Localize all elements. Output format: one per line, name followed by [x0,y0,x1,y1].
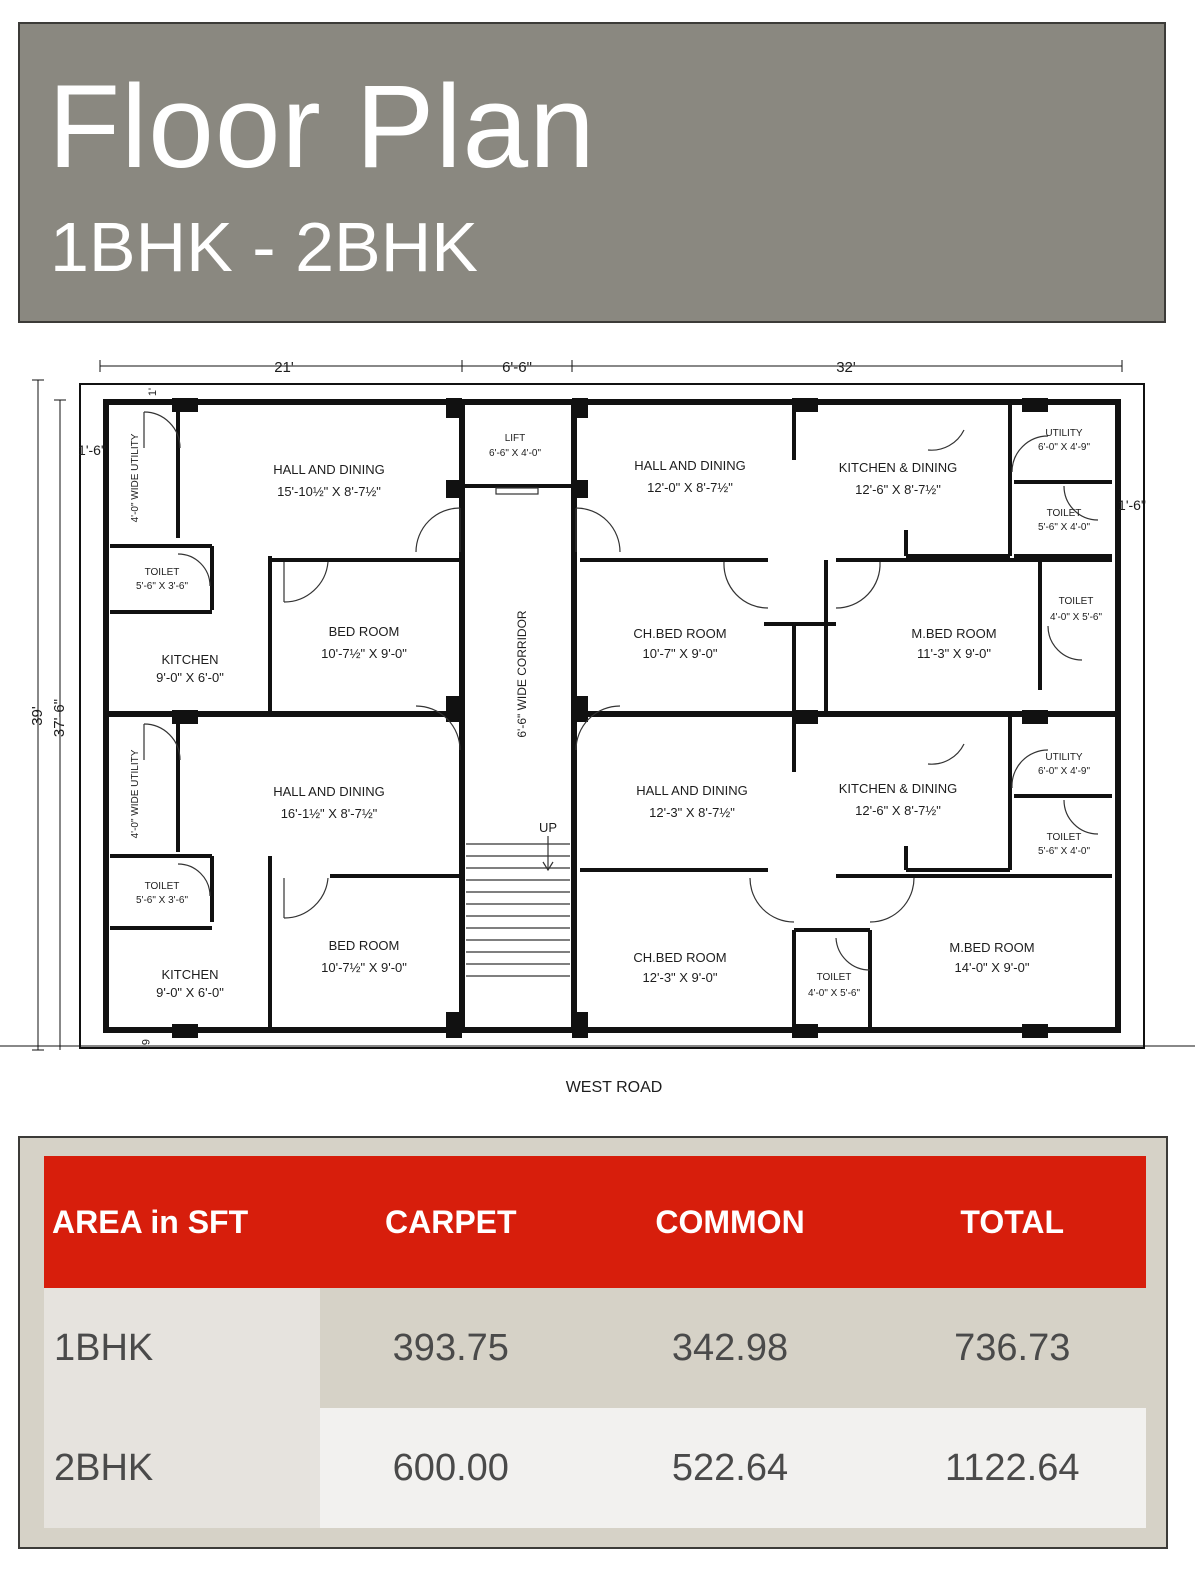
room-name: BED ROOM [329,938,400,953]
stairs-label: UP [539,820,557,835]
dim-top-left: 21' [274,359,294,376]
room-size: 12'-3" X 8'-7½" [649,805,735,820]
room-size: 11'-3" X 9'-0" [917,646,991,661]
room-name: 4'-0" WIDE UTILITY [130,433,141,522]
room-size: 5'-6" X 3'-6" [136,895,189,906]
room-size: 14'-0" X 9'-0" [955,960,1030,975]
dim-left-outer: 39' [29,706,46,726]
dim-top-mid: 6'-6" [502,359,532,376]
room-name: KITCHEN [161,967,218,982]
room-name: KITCHEN [161,652,218,667]
room-size: 12'-6" X 8'-7½" [855,803,941,818]
table-row: 1BHK 393.75 342.98 736.73 [44,1288,1146,1408]
room-name: M.BED ROOM [911,626,996,641]
table-header-row: AREA in SFT CARPET COMMON TOTAL [44,1156,1146,1288]
room-name: TOILET [1047,508,1082,519]
room-name: KITCHEN & DINING [839,460,957,475]
dim-bottom-small: 6" [139,1039,151,1049]
carpet-value: 600.00 [320,1408,582,1528]
room-size: 9'-0" X 6'-0" [156,670,224,685]
room-name: HALL AND DINING [634,458,746,473]
room-size: 10'-7½" X 9'-0" [321,646,407,661]
room-size: 5'-6" X 3'-6" [136,581,189,592]
room-name: TOILET [817,972,852,983]
road-label: WEST ROAD [566,1079,663,1096]
room-size: 6'-0" X 4'-9" [1038,442,1091,453]
corridor-label: 6'-6" WIDE CORRIDOR [515,610,529,738]
room-size: 6'-6" X 4'-0" [489,448,542,459]
room-name: CH.BED ROOM [633,626,726,641]
room-name: CH.BED ROOM [633,950,726,965]
room-name: HALL AND DINING [273,462,385,477]
dim-left-inner: 37'-6" [51,699,68,737]
room-size: 4'-0" X 5'-6" [808,988,861,999]
page-title: Floor Plan [48,61,596,193]
room-size: 16'-1½" X 8'-7½" [281,806,378,821]
room-size: 5'-6" X 4'-0" [1038,846,1091,857]
row-label: 1BHK [44,1288,320,1408]
total-value: 1122.64 [878,1408,1146,1528]
room-name: BED ROOM [329,624,400,639]
room-size: 12'-0" X 8'-7½" [647,480,733,495]
room-name: UTILITY [1045,752,1083,763]
carpet-value: 393.75 [320,1288,582,1408]
column-header-area: AREA in SFT [44,1156,320,1288]
room-name: TOILET [145,881,180,892]
room-size: 5'-6" X 4'-0" [1038,522,1091,533]
room-name: TOILET [145,567,180,578]
room-size: 15'-10½" X 8'-7½" [277,484,381,499]
dim-right-small: 1'-6" [1118,497,1146,513]
page-subtitle: 1BHK - 2BHK [50,208,478,286]
dim-top-right: 32' [836,359,856,376]
column-header-total: TOTAL [878,1156,1146,1288]
floor-plan-drawing: 21' 6'-6" 32' 39' 37'-6" 1'-6" 1'-6" 1' … [0,340,1200,1120]
room-name: LIFT [505,433,526,444]
room-name: UTILITY [1045,428,1083,439]
room-size: 12'-3" X 9'-0" [643,970,718,985]
table-row: 2BHK 600.00 522.64 1122.64 [44,1408,1146,1528]
room-name: 4'-0" WIDE UTILITY [130,749,141,838]
room-name: TOILET [1059,596,1094,607]
room-size: 6'-0" X 4'-9" [1038,766,1091,777]
dim-top-small: 1' [147,388,159,396]
total-value: 736.73 [878,1288,1146,1408]
common-value: 342.98 [581,1288,879,1408]
room-size: 12'-6" X 8'-7½" [855,482,941,497]
room-size: 10'-7" X 9'-0" [643,646,718,661]
room-name: M.BED ROOM [949,940,1034,955]
header-banner: Floor Plan 1BHK - 2BHK [18,22,1166,323]
row-label: 2BHK [44,1408,320,1528]
room-name: KITCHEN & DINING [839,781,957,796]
floor-plan-svg: 21' 6'-6" 32' 39' 37'-6" 1'-6" 1'-6" 1' … [0,359,1195,1096]
room-name: HALL AND DINING [636,783,748,798]
room-size: 9'-0" X 6'-0" [156,985,224,1000]
room-size: 10'-7½" X 9'-0" [321,960,407,975]
common-value: 522.64 [581,1408,879,1528]
room-name: HALL AND DINING [273,784,385,799]
column-header-carpet: CARPET [320,1156,582,1288]
room-size: 4'-0" X 5'-6" [1050,612,1103,623]
column-header-common: COMMON [581,1156,879,1288]
site-boundary [79,383,1145,1049]
area-table-panel: AREA in SFT CARPET COMMON TOTAL 1BHK 393… [18,1136,1168,1549]
dim-left-small: 1'-6" [78,442,106,458]
area-table: AREA in SFT CARPET COMMON TOTAL 1BHK 393… [44,1156,1146,1528]
room-name: TOILET [1047,832,1082,843]
